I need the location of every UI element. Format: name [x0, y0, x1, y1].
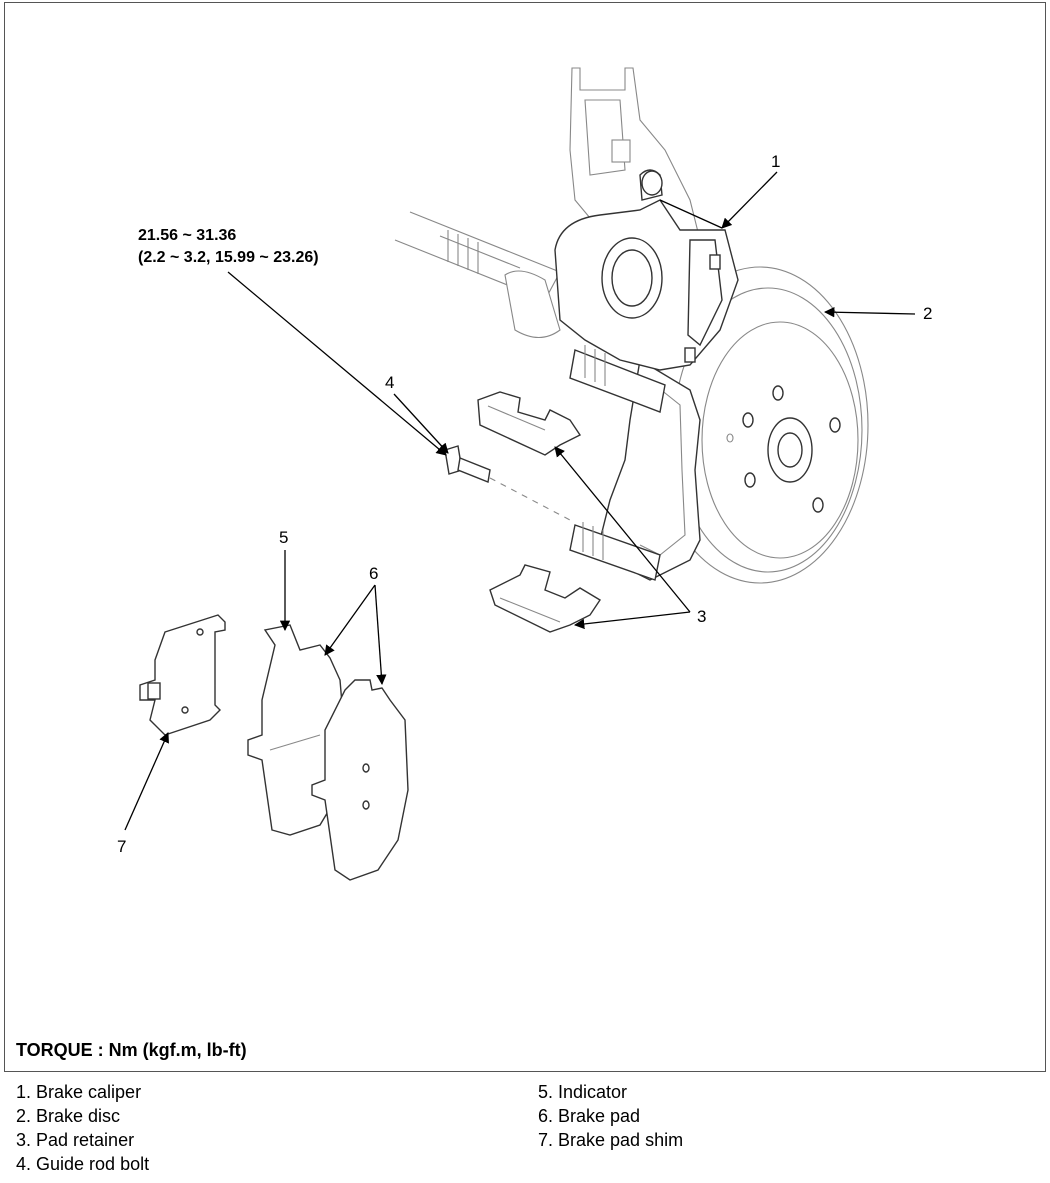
pad-retainer-upper — [477, 391, 582, 456]
guide-pin-upper — [569, 345, 666, 413]
legend-item: 6. Brake pad — [538, 1106, 641, 1126]
callout-3: 3 — [697, 607, 706, 626]
torque-units-note: TORQUE : Nm (kgf.m, lb-ft) — [16, 1040, 247, 1060]
caliper-bracket — [599, 358, 701, 581]
brake-pad-outer — [311, 679, 409, 881]
legend-item: 7. Brake pad shim — [538, 1130, 684, 1150]
legend-item: 2. Brake disc — [16, 1106, 121, 1126]
guide-pin-lower — [569, 522, 661, 581]
legend-column-right: 5. Indicator 6. Brake pad 7. Brake pad s… — [538, 1080, 683, 1152]
torque-value-other: (2.2 ~ 3.2, 15.99 ~ 23.26) — [138, 249, 319, 266]
callout-6: 6 — [369, 564, 378, 583]
callout-1: 1 — [771, 152, 780, 171]
callout-5: 5 — [279, 528, 288, 547]
legend-column-left: 1. Brake caliper 2. Brake disc 3. Pad re… — [16, 1080, 149, 1176]
diagram-frame — [4, 2, 1046, 1072]
callout-4: 4 — [385, 373, 394, 392]
legend-item: 5. Indicator — [538, 1082, 628, 1102]
torque-value-nm: 21.56 ~ 31.36 — [138, 227, 236, 244]
brake-caliper — [554, 169, 739, 371]
drive-shaft — [394, 211, 561, 339]
callout-7: 7 — [117, 837, 126, 856]
legend-item: 3. Pad retainer — [16, 1130, 135, 1150]
guide-rod-bolt — [444, 445, 571, 521]
legend-item: 1. Brake caliper — [16, 1082, 142, 1102]
pad-retainer-lower — [489, 564, 601, 633]
brake-pad-shim — [139, 614, 226, 736]
leader-lines — [124, 171, 916, 831]
legend-item: 4. Guide rod bolt — [16, 1154, 150, 1174]
callout-2: 2 — [923, 304, 932, 323]
